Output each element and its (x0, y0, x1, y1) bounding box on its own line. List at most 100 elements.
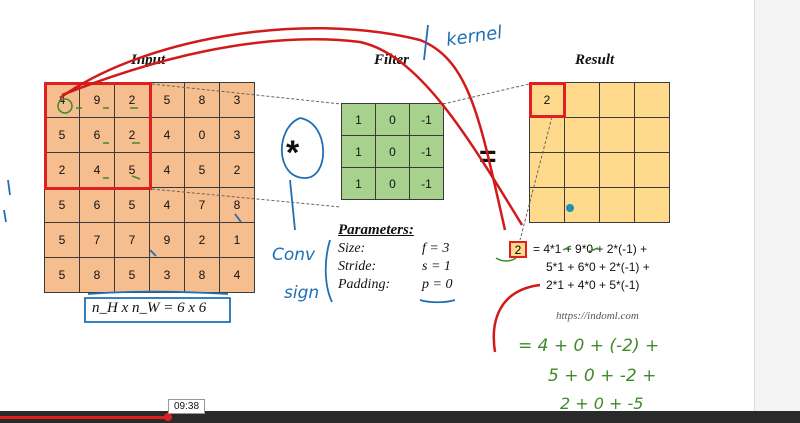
input-cell: 5 (149, 82, 185, 118)
filter-cell: -1 (409, 135, 444, 168)
stride-label: Stride: (338, 259, 377, 274)
input-cell: 5 (184, 152, 220, 188)
annotation-calc-line-2: 5 + 0 + -2 + (548, 366, 657, 386)
annotation-calc-line-3: 2 + 0 + -5 (560, 394, 644, 410)
input-cell: 4 (149, 187, 185, 223)
input-cell: 6 (79, 187, 115, 223)
green-underline-equation (495, 257, 517, 262)
source-url[interactable]: https://indoml.com (556, 310, 639, 322)
result-cell (634, 82, 670, 118)
result-cell (634, 187, 670, 223)
kernel-window-highlight (44, 82, 152, 190)
input-shape-label: n_H x n_W = 6 x 6 (92, 300, 207, 316)
annotation-conv: Conv (272, 245, 316, 265)
result-cell (599, 187, 635, 223)
input-cell: 7 (79, 222, 115, 258)
video-progress-fill (0, 416, 168, 419)
result-cell (634, 152, 670, 188)
equation-line-1: = 4*1 + 9*0 + 2*(-1) + (533, 242, 648, 256)
size-value: f = 3 (422, 241, 450, 256)
filter-cell: 1 (341, 135, 376, 168)
input-cell: 5 (114, 187, 150, 223)
filter-title: Filter (374, 52, 410, 68)
annotation-calc-line-1: = 4 + 0 + (-2) + (518, 336, 660, 356)
equation-line-2: 5*1 + 6*0 + 2*(-1) + (546, 260, 650, 274)
input-cell: 4 (219, 257, 255, 293)
result-row (529, 152, 670, 188)
result-cell (634, 117, 670, 153)
input-title: Input (131, 52, 166, 68)
result-row (529, 187, 670, 223)
input-cell: 8 (79, 257, 115, 293)
result-cell (564, 187, 600, 223)
input-cell: 4 (149, 152, 185, 188)
input-cell: 7 (114, 222, 150, 258)
padding-label: Padding: (338, 277, 391, 292)
input-cell: 8 (184, 257, 220, 293)
input-cell: 5 (44, 257, 80, 293)
blue-kernel-stroke (423, 24, 429, 61)
stride-value: s = 1 (422, 259, 451, 274)
result-row (529, 117, 670, 153)
equation-line-3: 2*1 + 4*0 + 5*(-1) (546, 278, 640, 292)
equals-operator: = (479, 140, 497, 173)
result-cell (529, 117, 565, 153)
blue-mark-left-2 (3, 209, 7, 223)
parameters-title: Parameters: (338, 222, 414, 238)
parameters-block: Parameters: Size: f = 3 Stride: s = 1 Padd… (338, 222, 452, 295)
sidebar-strip (754, 0, 800, 423)
result-cell (529, 187, 565, 223)
input-cell: 0 (184, 117, 220, 153)
input-cell: 5 (44, 222, 80, 258)
result-cell (564, 152, 600, 188)
filter-cell: -1 (409, 103, 444, 136)
input-cell: 8 (219, 187, 255, 223)
video-timestamp-tooltip: 09:38 (168, 399, 206, 414)
input-cell: 9 (149, 222, 185, 258)
input-cell: 2 (184, 222, 220, 258)
input-cell: 4 (149, 117, 185, 153)
annotation-kernel: kernel (444, 22, 504, 51)
video-scrub-handle[interactable] (164, 413, 172, 421)
input-cell: 3 (219, 82, 255, 118)
result-cell (599, 117, 635, 153)
annotation-sign: sign (284, 283, 320, 303)
result-cell (564, 117, 600, 153)
filter-cell: -1 (409, 167, 444, 200)
result-cell (564, 82, 600, 118)
size-label: Size: (338, 241, 366, 256)
padding-value: p = 0 (422, 277, 453, 292)
input-cell: 7 (184, 187, 220, 223)
blue-arrow-to-conv (289, 179, 296, 231)
filter-cell: 0 (375, 135, 410, 168)
blue-bracket-left (324, 239, 333, 303)
convolution-operator: * (286, 134, 300, 172)
result-cell-highlight (529, 82, 566, 118)
filter-cell: 0 (375, 167, 410, 200)
result-title: Result (575, 52, 615, 68)
input-cell: 1 (219, 222, 255, 258)
input-cell: 3 (219, 117, 255, 153)
input-cell: 2 (219, 152, 255, 188)
result-cell (599, 152, 635, 188)
filter-cell: 0 (375, 103, 410, 136)
filter-cell: 1 (341, 103, 376, 136)
blue-mark-left-1 (7, 179, 11, 196)
result-cell (599, 82, 635, 118)
equation-result-cell: 2 (509, 241, 527, 258)
input-cell: 5 (44, 187, 80, 223)
input-cell: 5 (114, 257, 150, 293)
video-progress-bar[interactable] (0, 411, 800, 423)
input-cell: 8 (184, 82, 220, 118)
projection-line-filter-result-top (442, 83, 530, 105)
result-cell (529, 152, 565, 188)
input-cell: 3 (149, 257, 185, 293)
